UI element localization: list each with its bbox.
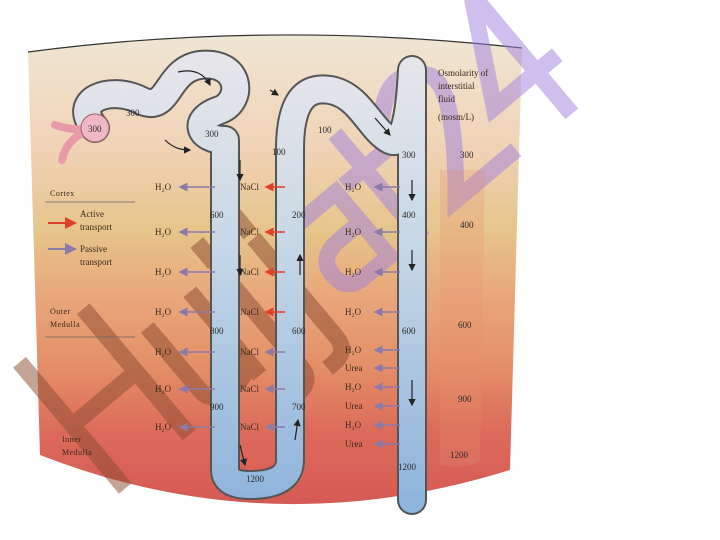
- collecting-duct-efflux-label: H₂O: [345, 182, 362, 192]
- collecting-osmolarity-1200: 1200: [398, 462, 417, 472]
- region-outer-medulla-1: Outer: [50, 307, 71, 316]
- proximal-osmolarity-2: 300: [205, 129, 219, 139]
- collecting-duct-efflux-label: H₂O: [345, 382, 362, 392]
- descending-osmolarity-900: 900: [210, 402, 224, 412]
- collecting-osmolarity-300: 300: [402, 150, 416, 160]
- nacl-efflux-label: NaCl: [240, 347, 259, 357]
- nephron-tubule: [72, 49, 427, 515]
- collecting-duct-efflux-label: H₂O: [345, 267, 362, 277]
- water-efflux-label: H₂O: [155, 422, 172, 432]
- proximal-osmolarity: 300: [126, 108, 140, 118]
- ascending-osmolarity-200: 200: [292, 210, 306, 220]
- water-efflux-label: H₂O: [155, 267, 172, 277]
- nacl-efflux-label: NaCl: [240, 307, 259, 317]
- glomerulus-osmolarity: 300: [88, 124, 102, 134]
- collecting-duct-efflux-label: H₂O: [345, 345, 362, 355]
- water-efflux-label: H₂O: [155, 182, 172, 192]
- nacl-efflux-label: NaCl: [240, 182, 259, 192]
- glomerulus: [80, 113, 110, 143]
- legend-active-1: Active: [80, 209, 104, 219]
- ascending-osmolarity-600: 600: [292, 326, 306, 336]
- ascending-osmolarity-700: 700: [292, 402, 306, 412]
- nacl-efflux-label: NaCl: [240, 227, 259, 237]
- water-efflux-label: H₂O: [155, 347, 172, 357]
- water-efflux-label: H₂O: [155, 307, 172, 317]
- nacl-efflux-label: NaCl: [240, 384, 259, 394]
- collecting-osmolarity-400: 400: [402, 210, 416, 220]
- legend-passive-2: transport: [80, 257, 112, 267]
- nacl-efflux-label: NaCl: [240, 267, 259, 277]
- interstitial-column: [440, 170, 485, 467]
- collecting-duct-efflux-label: H₂O: [345, 227, 362, 237]
- region-inner-medulla-1: Inner: [62, 435, 81, 444]
- interstitial-value-400: 400: [460, 220, 474, 230]
- descending-osmolarity-600: 600: [210, 210, 224, 220]
- flow-arrows: [164, 70, 416, 467]
- interstitial-header-4: (mosm/L): [438, 112, 474, 122]
- nacl-efflux-label: NaCl: [240, 422, 259, 432]
- interstitial-header-2: interstitial: [438, 81, 475, 91]
- loop-bottom-osmolarity: 1200: [246, 474, 265, 484]
- region-cortex: Cortex: [50, 189, 75, 198]
- region-inner-medulla-2: Medulla: [62, 448, 92, 457]
- collecting-duct-efflux-label: H₂O: [345, 420, 362, 430]
- collecting-duct-efflux-label: H₂O: [345, 307, 362, 317]
- region-outer-medulla-2: Medulla: [50, 320, 80, 329]
- legend-active-2: transport: [80, 222, 112, 232]
- water-efflux-label: H₂O: [155, 227, 172, 237]
- water-efflux-label: H₂O: [155, 384, 172, 394]
- ascending-osmolarity-100: 100: [272, 147, 286, 157]
- interstitial-value-900: 900: [458, 394, 472, 404]
- legend-passive-1: Passive: [80, 244, 107, 254]
- collecting-duct-efflux-label: Urea: [345, 363, 363, 373]
- interstitial-value-1200: 1200: [450, 450, 469, 460]
- top-border: [27, 34, 523, 53]
- interstitial-header-1: Osmolarity of: [438, 68, 488, 78]
- interstitial-value-300: 300: [460, 150, 474, 160]
- descending-osmolarity-800: 800: [210, 326, 224, 336]
- collecting-duct-efflux-label: Urea: [345, 401, 363, 411]
- collecting-duct-efflux-label: Urea: [345, 439, 363, 449]
- collecting-osmolarity-600: 600: [402, 326, 416, 336]
- interstitial-value-600: 600: [458, 320, 472, 330]
- interstitial-header-3: fluid: [438, 94, 455, 104]
- distal-osmolarity: 100: [318, 125, 332, 135]
